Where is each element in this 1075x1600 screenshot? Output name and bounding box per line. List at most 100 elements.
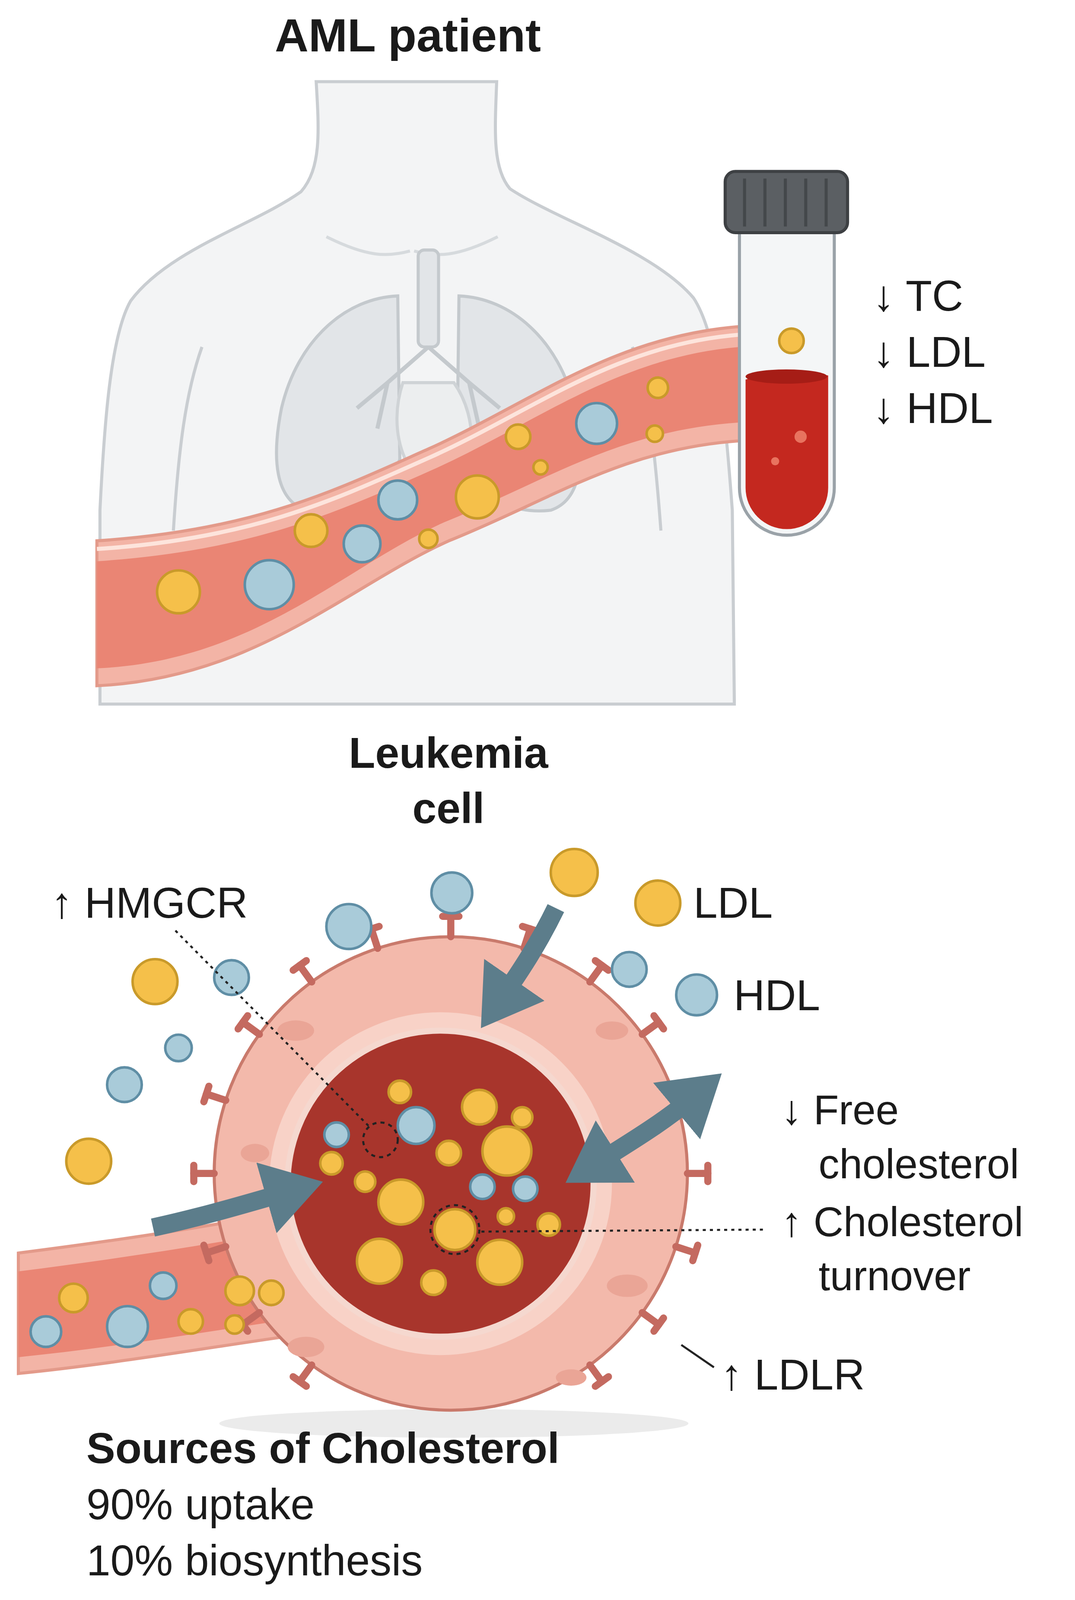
intracellular-particles-part [537, 1213, 560, 1236]
leukemia-cell-part [214, 936, 688, 1411]
lipoprotein-particles-part [244, 560, 294, 610]
free-lipoproteins-part [635, 880, 681, 926]
lipoprotein-particles-part [533, 460, 548, 475]
free-lipoproteins-part [431, 872, 473, 913]
intracellular-particles-part [482, 1126, 532, 1176]
intracellular-particles-part [477, 1239, 523, 1285]
ldl-receptors-part [595, 1376, 609, 1387]
leukemia-cell-part [595, 1021, 629, 1041]
bottom-vessel-particles-part [259, 1280, 284, 1306]
flux-arrows-part [596, 1097, 694, 1164]
test-tube-part [779, 328, 804, 354]
bottom-vessel-particles-part [30, 1316, 62, 1347]
intracellular-particles-part [324, 1122, 350, 1148]
intracellular-particles-part [397, 1106, 435, 1144]
lipoprotein-particles-part [343, 525, 381, 563]
receptor-label: ↑ LDLR [720, 1348, 865, 1401]
intracellular-particles-part [461, 1089, 497, 1125]
label-anchor: ↓ LDL [872, 325, 986, 378]
ldl-receptors [194, 916, 709, 1387]
lipoprotein-particles-part [576, 403, 618, 444]
free-lipoproteins-part [165, 1034, 192, 1062]
ldl-receptors-part [292, 960, 307, 971]
leader-lines [175, 930, 764, 1368]
lipoprotein-particles-part [419, 529, 438, 549]
test-tube-part [745, 369, 828, 384]
cholesterol-state: ↑ Cholesterol turnover [781, 1195, 1043, 1304]
leader-lines-part [430, 1205, 480, 1254]
bottom-vessel-particles [30, 1272, 284, 1347]
ldl-receptors-part [704, 1165, 712, 1182]
intracellular-particles-part [378, 1179, 424, 1225]
ldl-receptors-part [203, 1086, 210, 1102]
intracellular-particles-part [354, 1171, 376, 1192]
flux-arrows-part [501, 908, 556, 999]
lipoprotein-particles-part [455, 475, 499, 519]
free-lipoproteins-part [107, 1067, 142, 1102]
leader-lines-part [681, 1345, 715, 1368]
ldl-receptors-part [654, 1015, 664, 1030]
panel-heading: AML patient [274, 7, 541, 64]
label-anchor: ↓ Free cholesterol [781, 1083, 1043, 1192]
intracellular-particles-part [470, 1174, 495, 1200]
ldl-receptors-part [654, 1317, 664, 1332]
leukemia-cell-part [287, 1336, 325, 1358]
lipoprotein-particles-part [294, 514, 328, 548]
bottom-vessel-particles-part [107, 1306, 148, 1347]
cholesterol-state: ↓ Free cholesterol [781, 1083, 1043, 1192]
bottom-vessel-particles-part [178, 1309, 204, 1334]
intracellular-particles [320, 1080, 560, 1295]
sources-heading: Sources of Cholesterol [86, 1421, 560, 1474]
lipoprotein-particles [157, 377, 669, 614]
test-tube-part [744, 178, 827, 227]
torso-figure-part [173, 346, 202, 531]
enzyme-label: ↑ HMGCR [50, 876, 249, 929]
leukemia-cell-part [607, 1274, 648, 1298]
lipoprotein-particles-part [647, 377, 668, 398]
label-anchor: Leukemia cell [329, 725, 568, 836]
free-lipoproteins-part [550, 849, 598, 897]
bottom-vessel-particles-part [149, 1272, 177, 1299]
lipid-level: ↓ TC [872, 269, 964, 322]
free-lipoproteins-part [132, 959, 178, 1005]
free-lipoproteins-part [326, 903, 372, 949]
blood-vessel-part [96, 334, 740, 550]
ldl-receptors-part [292, 1376, 307, 1387]
leukemia-cell-part [555, 1369, 587, 1386]
leukemia-cell-part [287, 1030, 594, 1337]
lipoprotein-particles-part [646, 425, 664, 443]
flux-arrows-part [152, 1191, 288, 1228]
particle-label: HDL [733, 969, 821, 1021]
ldl-receptors-part [692, 1245, 698, 1261]
label-anchor: ↑ HMGCR [50, 876, 249, 929]
label-anchor: HDL [733, 969, 821, 1021]
lipid-level: ↓ HDL [872, 381, 993, 434]
intracellular-particles-part [497, 1208, 515, 1225]
label-anchor: ↓ TC [872, 269, 964, 322]
ldl-receptors-part [595, 960, 609, 971]
ldl-receptors-part [190, 1165, 198, 1182]
label-anchor: 90% uptake [86, 1478, 315, 1530]
free-lipoproteins-part [676, 974, 717, 1015]
blood-vessel-part [96, 326, 740, 686]
free-lipoproteins-part [214, 960, 249, 995]
test-tube-part [739, 203, 835, 535]
lipid-level: ↓ LDL [872, 325, 986, 378]
torso-figure-part [418, 250, 439, 347]
test-tube [725, 171, 848, 536]
free-lipoproteins-part [611, 951, 647, 987]
torso-figure-part [326, 236, 411, 255]
leader-lines-part [175, 930, 370, 1127]
leukemia-cell-part [269, 1012, 612, 1356]
label-anchor: AML patient [274, 7, 541, 64]
leader-lines-part [479, 1229, 763, 1232]
particle-label: LDL [693, 876, 773, 929]
test-tube-part [725, 171, 848, 233]
label-anchor: Sources of Cholesterol [86, 1421, 560, 1474]
test-tube-part [745, 372, 829, 530]
lipoprotein-particles-part [378, 480, 418, 520]
intracellular-particles-part [356, 1238, 402, 1284]
blood-vessel-part [96, 346, 740, 669]
